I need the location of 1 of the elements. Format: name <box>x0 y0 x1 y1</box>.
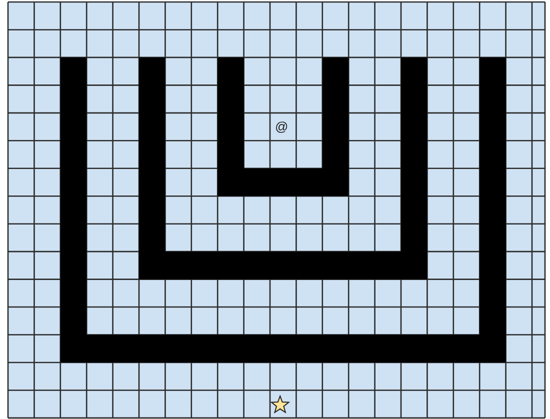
map-symbol: @ <box>275 120 288 134</box>
